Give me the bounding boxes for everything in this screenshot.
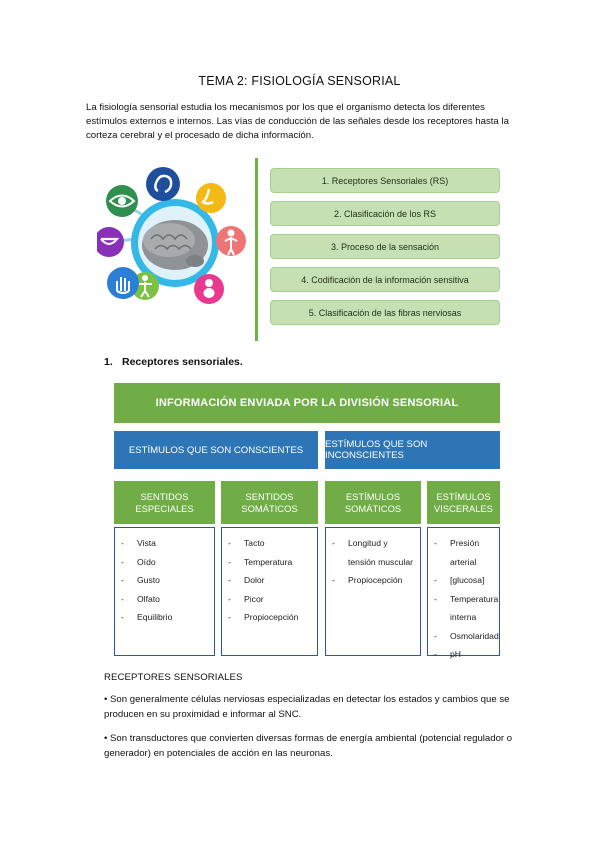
conscious-box: ESTÍMULOS QUE SON CONSCIENTES (114, 431, 318, 469)
diagram-banner: INFORMACIÓN ENVIADA POR LA DIVISIÓN SENS… (114, 383, 500, 423)
brain-icon (131, 199, 219, 287)
list-item: -[glucosa] (434, 575, 485, 585)
page-title: TEMA 2: FISIOLOGÍA SENSORIAL (198, 74, 401, 88)
section-number: 1. (104, 356, 113, 368)
list-item: -Vista (121, 538, 156, 548)
list-item: -Equilibrio (121, 612, 173, 622)
list-item: -Picor (228, 593, 264, 604)
body-heat-icon (216, 226, 246, 256)
list-item: -Temperatura interna (434, 593, 499, 623)
list-item: -Oído (121, 556, 156, 567)
list-item: -Propiocepción (228, 612, 299, 622)
hand-touch-icon (107, 267, 139, 299)
topic-item: 3. Proceso de la sensación (270, 234, 500, 259)
topic-item: 5. Clasificación de las fibras nerviosas (270, 300, 500, 325)
list-item: -pH (434, 649, 461, 659)
list-item: -Tacto (228, 538, 265, 548)
category-line2: SOMÁTICOS (241, 502, 298, 514)
category-line1: ESTÍMULOS (436, 490, 491, 502)
green-divider (255, 158, 258, 341)
category-list: -Vista -Oído -Gusto -Olfato -Equilibrio (114, 527, 215, 656)
unconscious-box: ESTÍMULOS QUE SON INCONSCIENTES (325, 431, 500, 469)
topic-item: 2. Clasificación de los RS (270, 201, 500, 226)
list-item: -Dolor (228, 575, 265, 585)
section-label: Receptores sensoriales. (122, 356, 243, 368)
bullet-paragraph: • Son transductores que convierten diver… (104, 733, 513, 759)
list-item: -Longitud y tensión muscular (332, 538, 413, 567)
category-line2: SOMÁTICOS (344, 502, 402, 514)
category-line2: ESPECIALES (135, 502, 194, 514)
list-item: -Gusto (121, 575, 160, 585)
topic-item: 1. Receptores Sensoriales (RS) (270, 168, 500, 193)
list-item: -Osmolaridad (434, 630, 499, 641)
category-line1: ESTÍMULOS (345, 490, 401, 502)
category-line1: SENTIDOS (245, 490, 294, 502)
intro-paragraph: La fisiología sensorial estudia los meca… (86, 102, 509, 141)
category-line1: SENTIDOS (140, 490, 189, 502)
topic-item: 4. Codificación de la información sensit… (270, 267, 500, 292)
nose-icon (196, 183, 226, 213)
ear-icon (146, 167, 180, 201)
section-heading: 1. Receptores sensoriales. (104, 356, 243, 368)
list-item: -Temperatura (228, 556, 293, 567)
eye-icon (106, 185, 138, 217)
baby-figure-icon (194, 274, 224, 304)
bullet-paragraph: • Son generalmente células nerviosas esp… (104, 694, 510, 720)
receptores-heading: RECEPTORES SENSORIALES (104, 672, 243, 683)
category-line2: VISCERALES (434, 502, 493, 514)
list-item: -Propiocepción (332, 575, 403, 585)
list-item: -Olfato (121, 593, 160, 604)
category-list: -Presión arterial -[glucosa] -Temperatur… (427, 527, 500, 659)
senses-illustration (97, 167, 246, 304)
category-list: -Longitud y tensión muscular -Propiocepc… (325, 527, 421, 656)
list-item: -Presión arterial (434, 538, 480, 567)
category-list: -Tacto -Temperatura -Dolor -Picor -Propi… (221, 527, 318, 656)
mouth-icon (97, 227, 124, 257)
